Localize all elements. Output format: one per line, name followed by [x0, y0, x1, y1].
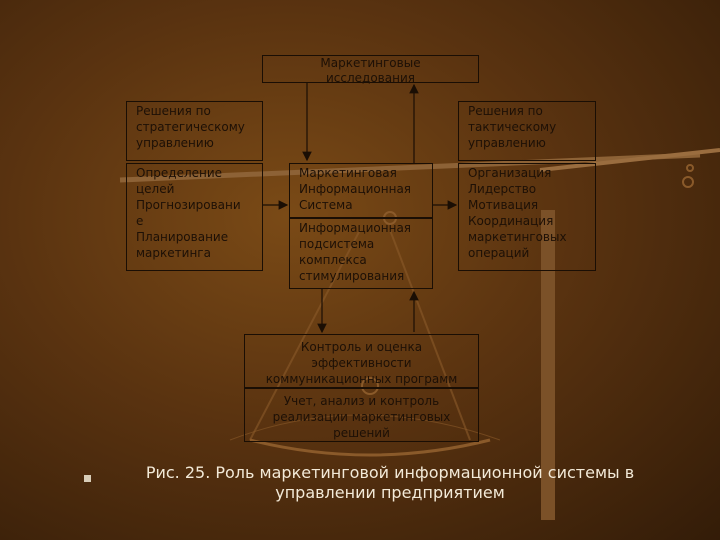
mis-box: Маркетинговая Информационная Система: [289, 163, 433, 218]
planning-box: Определение целей Прогнозировани е Плани…: [126, 163, 263, 271]
stimulation-subsystem-box: Информационная подсистема комплекса стим…: [289, 218, 433, 289]
tactical-decisions-box: Решения по тактическому управлению: [458, 101, 596, 161]
research-box: Маркетинговые исследования: [262, 55, 479, 85]
analysis-box: Учет, анализ и контроль реализации марке…: [244, 388, 479, 442]
control-box: Контроль и оценка эффективности коммуник…: [244, 334, 479, 388]
figure-caption: Рис. 25. Роль маркетинговой информационн…: [145, 463, 635, 502]
organization-box: Организация Лидерство Мотивация Координа…: [458, 163, 596, 271]
strategic-decisions-box: Решения по стратегическому управлению: [126, 101, 263, 161]
bullet-icon: [84, 475, 91, 482]
